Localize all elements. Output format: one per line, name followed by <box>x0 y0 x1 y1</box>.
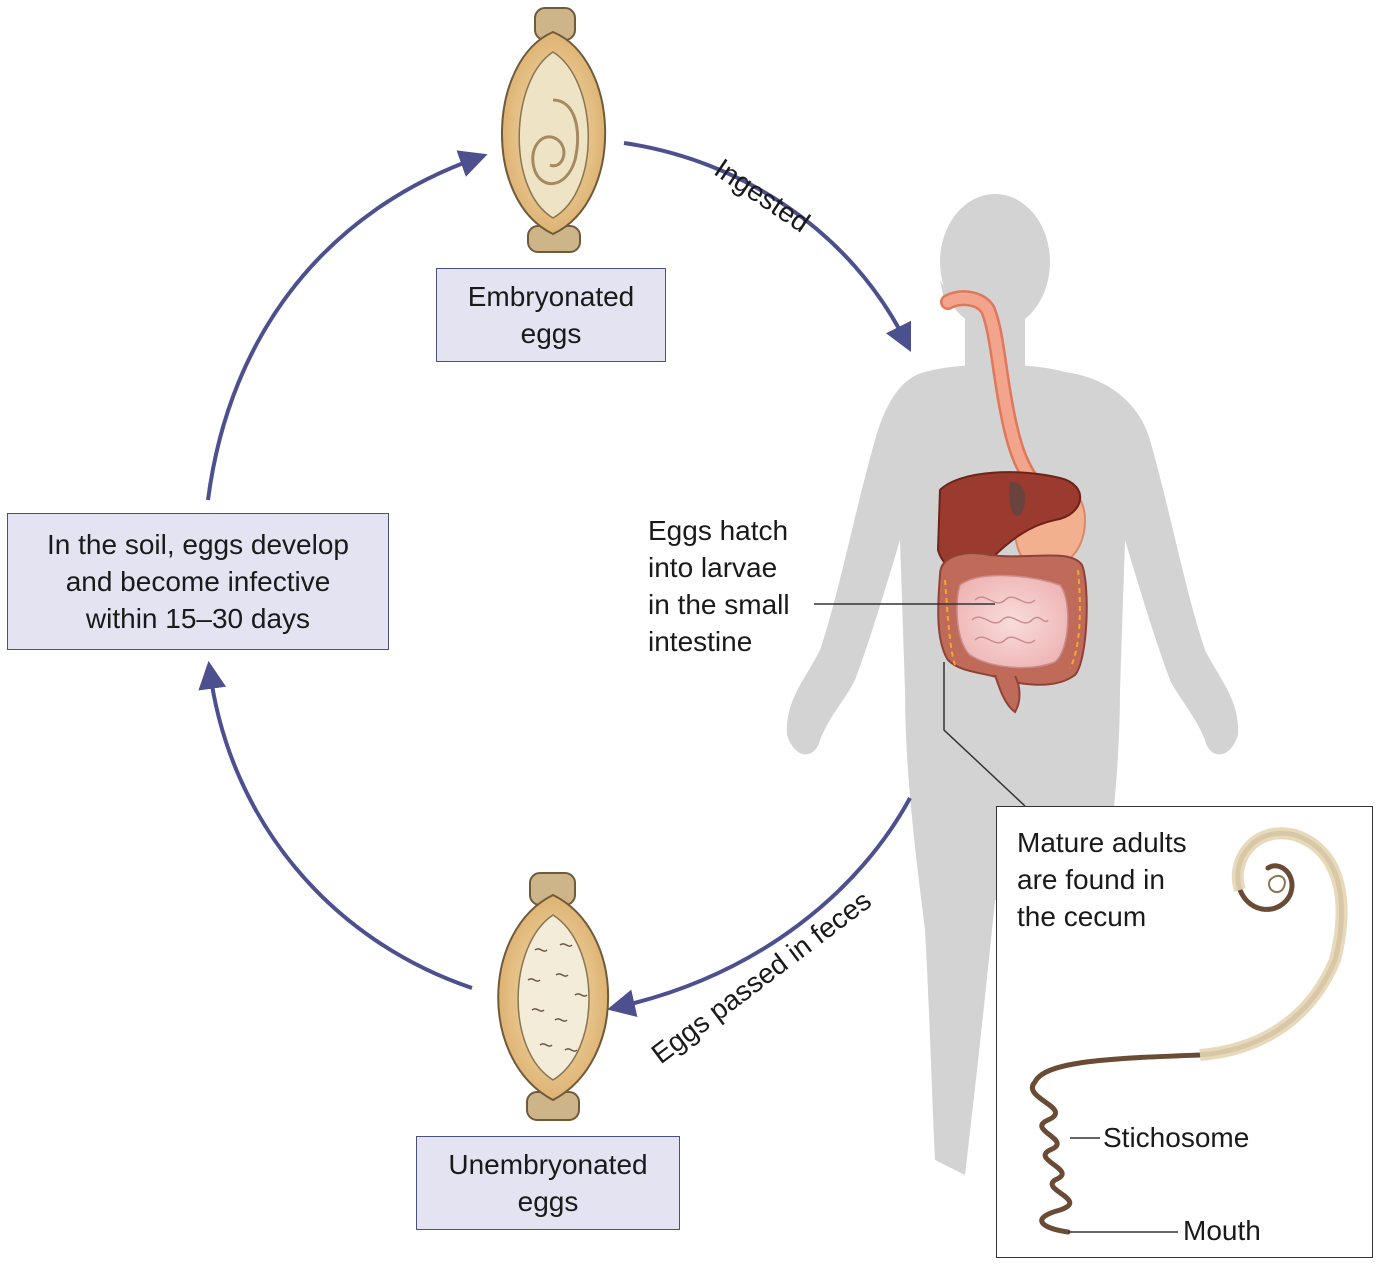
rectum <box>994 674 1021 714</box>
embryonated-egg-illustration <box>501 7 607 253</box>
embryonated-eggs-box: Embryonated eggs <box>436 268 666 362</box>
vessel-right <box>1069 569 1081 669</box>
unembryonated-egg-illustration <box>497 872 610 1121</box>
digestive-system <box>936 290 1088 714</box>
soil-development-box: In the soil, eggs develop and become inf… <box>7 513 389 650</box>
intestine-coils <box>971 596 1049 644</box>
egg-inner <box>517 914 590 1081</box>
arrow-ingested <box>623 141 912 353</box>
cycle-arrows <box>198 141 912 1017</box>
larva-coil <box>531 98 580 186</box>
adult-worm <box>1030 827 1348 1235</box>
arrow-to-soil <box>198 660 473 990</box>
vessel-left <box>944 579 956 666</box>
unembryonated-eggs-box: Unembryonated eggs <box>416 1136 680 1230</box>
worm-leader-lines <box>1068 1137 1178 1233</box>
leader-lines <box>814 603 1026 807</box>
egg-granules <box>527 943 588 1052</box>
unembryonated-eggs-label: Unembryonated eggs <box>448 1149 648 1217</box>
embryonated-eggs-label: Embryonated eggs <box>467 281 635 349</box>
adult-worm-inset <box>996 806 1373 1258</box>
arrow-to-embryonated <box>206 150 488 501</box>
soil-development-label: In the soil, eggs develop and become inf… <box>47 529 349 634</box>
arrow-passed-in-feces <box>607 797 912 1017</box>
face-profile <box>940 280 960 310</box>
worm-coil-center <box>1268 874 1286 894</box>
leader-cecum-to-inset <box>943 662 1026 807</box>
mature-adults-label: Mature adults are found in the cecum <box>1017 827 1187 932</box>
torso-and-limbs-shape <box>786 364 1239 1175</box>
stichosome-label: Stichosome <box>1103 1122 1250 1153</box>
mouth-label: Mouth <box>1183 1215 1261 1246</box>
worm-posterior <box>1199 827 1348 1061</box>
gallbladder-shadow <box>1009 481 1026 516</box>
small-intestine <box>956 574 1069 669</box>
esophagus <box>942 292 1046 496</box>
eggs-hatch-label: Eggs hatch into larvae in the small inte… <box>648 515 790 657</box>
